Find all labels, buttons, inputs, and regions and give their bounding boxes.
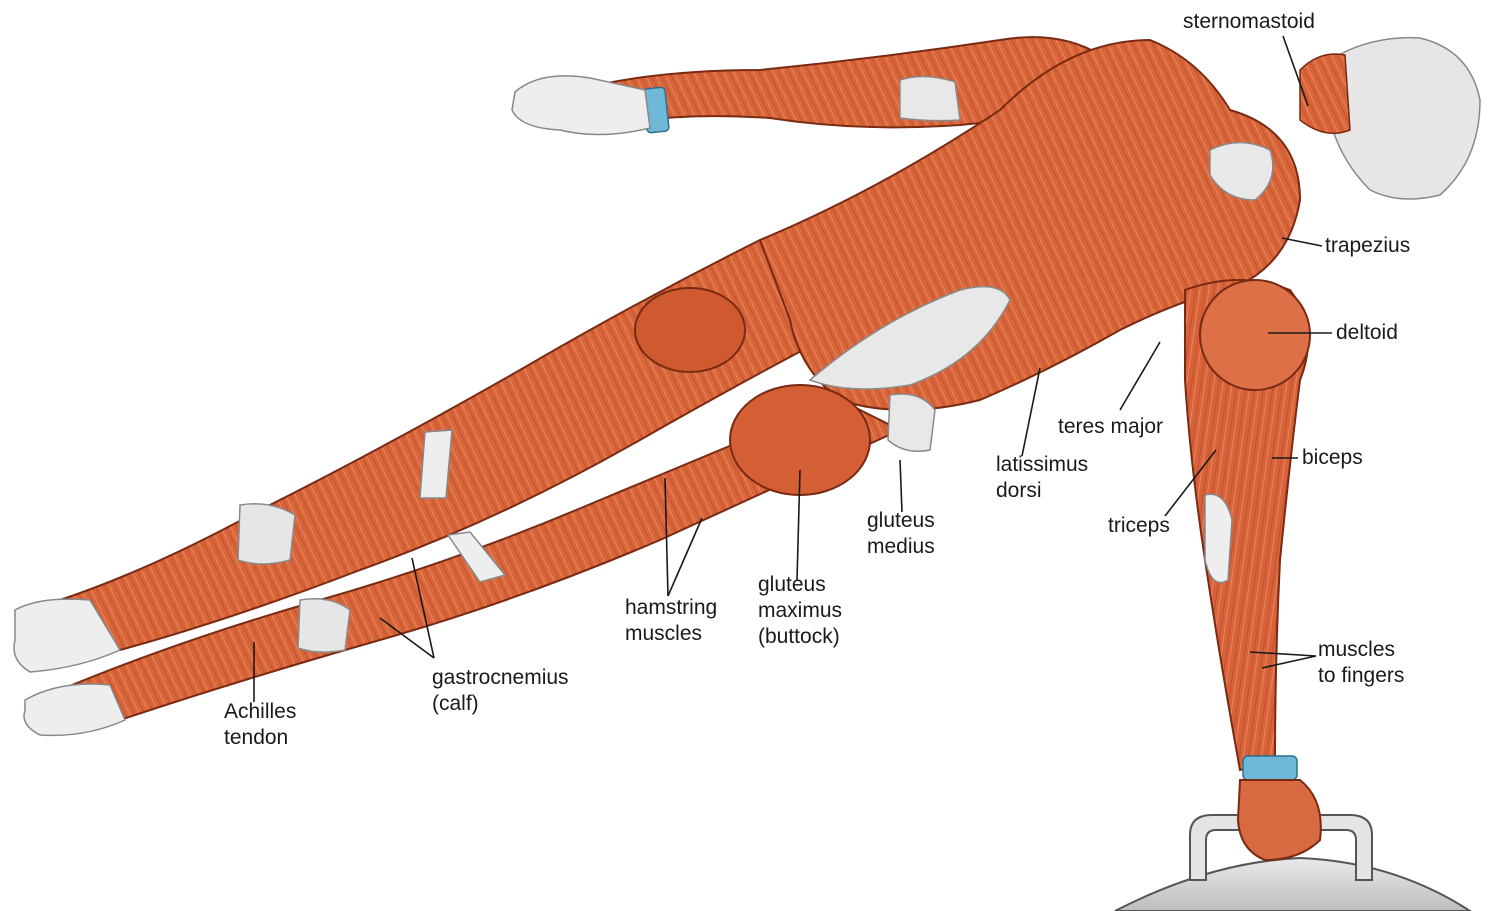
label-line: gastrocnemius bbox=[432, 665, 569, 691]
label-line: dorsi bbox=[996, 478, 1088, 504]
leader-latissimus bbox=[1022, 368, 1040, 456]
label-sternomastoid: sternomastoid bbox=[1183, 9, 1315, 35]
label-muscles-to-fingers: muscles to fingers bbox=[1318, 637, 1404, 689]
label-line: Achilles bbox=[224, 699, 296, 725]
label-line: teres major bbox=[1058, 414, 1163, 440]
label-line: (calf) bbox=[432, 691, 569, 717]
label-line: muscles bbox=[625, 621, 717, 647]
label-triceps: triceps bbox=[1108, 513, 1170, 539]
label-trapezius: trapezius bbox=[1325, 233, 1410, 259]
label-line: medius bbox=[867, 534, 935, 560]
label-line: sternomastoid bbox=[1183, 9, 1315, 35]
label-latissimus-dorsi: latissimus dorsi bbox=[996, 452, 1088, 504]
label-line: gluteus bbox=[758, 572, 842, 598]
head bbox=[1300, 38, 1480, 199]
label-line: (buttock) bbox=[758, 624, 842, 650]
label-line: muscles bbox=[1318, 637, 1404, 663]
label-deltoid: deltoid bbox=[1336, 320, 1398, 346]
label-line: gluteus bbox=[867, 508, 935, 534]
leader-teres-major bbox=[1120, 342, 1160, 410]
label-hamstring-muscles: hamstring muscles bbox=[625, 595, 717, 647]
label-biceps: biceps bbox=[1302, 445, 1363, 471]
label-gluteus-maximus: gluteus maximus (buttock) bbox=[758, 572, 842, 650]
label-line: maximus bbox=[758, 598, 842, 624]
label-teres-major: teres major bbox=[1058, 414, 1163, 440]
label-gastrocnemius: gastrocnemius (calf) bbox=[432, 665, 569, 717]
label-achilles-tendon: Achilles tendon bbox=[224, 699, 296, 751]
label-line: latissimus bbox=[996, 452, 1088, 478]
label-line: triceps bbox=[1108, 513, 1170, 539]
label-line: deltoid bbox=[1336, 320, 1398, 346]
label-line: tendon bbox=[224, 725, 296, 751]
support-arm bbox=[1185, 280, 1321, 860]
label-line: to fingers bbox=[1318, 663, 1404, 689]
label-line: hamstring bbox=[625, 595, 717, 621]
leader-gluteus-medius bbox=[900, 460, 902, 512]
label-line: biceps bbox=[1302, 445, 1363, 471]
leader-trapezius bbox=[1282, 238, 1322, 246]
label-line: trapezius bbox=[1325, 233, 1410, 259]
label-gluteus-medius: gluteus medius bbox=[867, 508, 935, 560]
